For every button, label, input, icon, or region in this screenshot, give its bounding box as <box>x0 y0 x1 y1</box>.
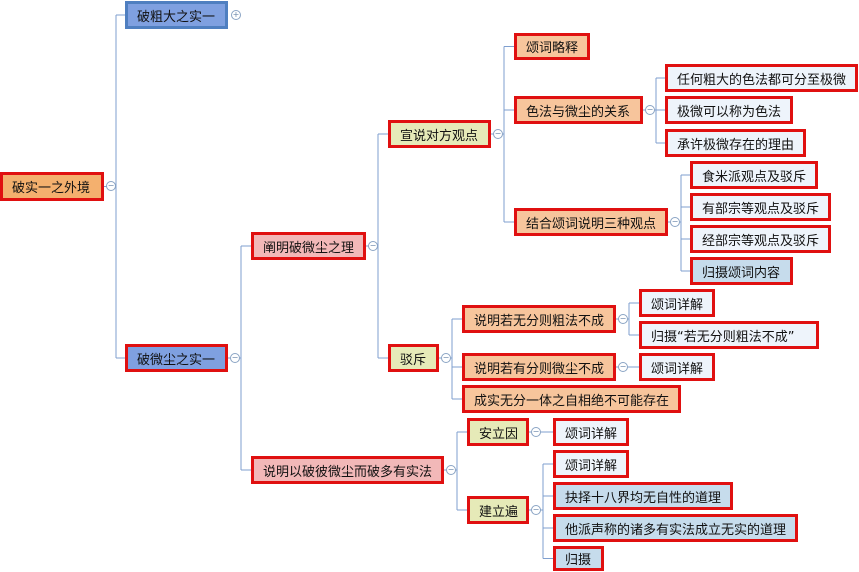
node-cause[interactable]: 安立因 <box>467 418 529 446</box>
collapse-toggle-icon[interactable]: − <box>670 217 680 227</box>
node-refute-2[interactable]: 说明若有分则微尘不成 <box>462 353 616 381</box>
node-refute-3[interactable]: 成实无分一体之自相绝不可能存在 <box>462 385 681 413</box>
node-verse[interactable]: 颂词略释 <box>514 33 590 60</box>
node-cause-1[interactable]: 颂词详解 <box>553 418 629 446</box>
collapse-toggle-icon[interactable]: − <box>645 105 655 115</box>
collapse-toggle-icon[interactable]: − <box>230 353 240 363</box>
expand-toggle-icon[interactable]: + <box>231 10 241 20</box>
node-r1-1[interactable]: 颂词详解 <box>639 289 715 317</box>
collapse-toggle-icon[interactable]: − <box>531 505 541 515</box>
node-relation-1[interactable]: 任何粗大的色法都可分至极微 <box>665 64 858 92</box>
node-pervasion-3[interactable]: 他派声称的诸多有实法成立无实的道理 <box>553 514 798 542</box>
node-declare[interactable]: 宣说对方观点 <box>388 120 491 148</box>
node-three[interactable]: 结合颂词说明三种观点 <box>514 208 668 236</box>
node-pervasion-4[interactable]: 归摄 <box>553 546 604 571</box>
root-node[interactable]: 破实一之外境 <box>0 172 104 201</box>
node-three-2[interactable]: 有部宗等观点及驳斥 <box>690 193 831 221</box>
collapse-toggle-icon[interactable]: − <box>618 314 628 324</box>
node-relation[interactable]: 色法与微尘的关系 <box>514 96 643 124</box>
collapse-toggle-icon[interactable]: − <box>106 181 116 191</box>
node-relation-3[interactable]: 承许极微存在的理由 <box>665 129 806 157</box>
node-three-1[interactable]: 食米派观点及驳斥 <box>690 161 818 189</box>
node-r1-2[interactable]: 归摄“若无分则粗法不成” <box>639 321 819 349</box>
node-pervasion-2[interactable]: 抉择十八界均无自性的道理 <box>553 482 733 510</box>
node-clarify[interactable]: 阐明破微尘之理 <box>251 232 366 260</box>
node-relation-2[interactable]: 极微可以称为色法 <box>665 96 793 124</box>
collapse-toggle-icon[interactable]: − <box>618 362 628 372</box>
node-pervasion[interactable]: 建立遍 <box>467 496 529 524</box>
node-explain[interactable]: 说明以破彼微尘而破多有实法 <box>251 456 444 484</box>
collapse-toggle-icon[interactable]: − <box>493 129 503 139</box>
branch-coarse[interactable]: 破粗大之实一 <box>125 1 228 29</box>
collapse-toggle-icon[interactable]: − <box>441 353 451 363</box>
node-three-3[interactable]: 经部宗等观点及驳斥 <box>690 225 831 253</box>
collapse-toggle-icon[interactable]: − <box>446 465 456 475</box>
node-refute[interactable]: 驳斥 <box>388 344 439 372</box>
collapse-toggle-icon[interactable]: − <box>531 427 541 437</box>
node-three-4[interactable]: 归摄颂词内容 <box>690 257 793 285</box>
branch-fine[interactable]: 破微尘之实一 <box>125 344 228 372</box>
node-r2-1[interactable]: 颂词详解 <box>639 353 715 381</box>
node-pervasion-1[interactable]: 颂词详解 <box>553 450 629 478</box>
node-refute-1[interactable]: 说明若无分则粗法不成 <box>462 305 616 333</box>
collapse-toggle-icon[interactable]: − <box>368 241 378 251</box>
